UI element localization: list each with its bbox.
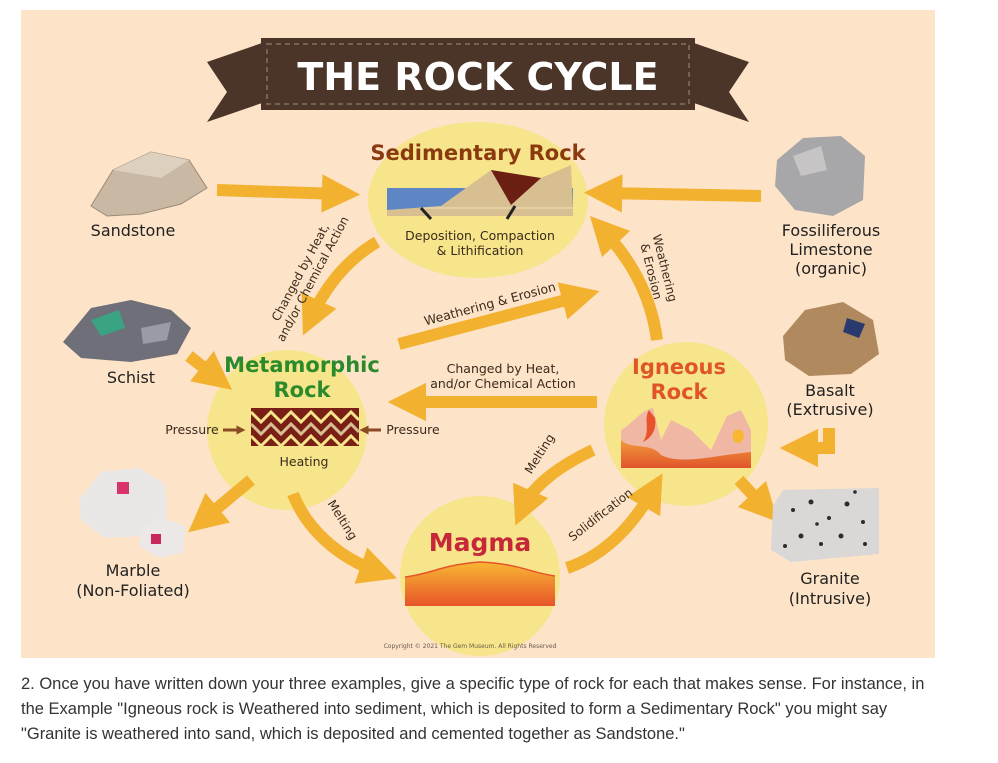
granite-image bbox=[771, 488, 879, 562]
arrow-basalt-to-igneous bbox=[779, 428, 835, 468]
basalt-image bbox=[783, 302, 879, 376]
rock-cycle-svg: THE ROCK CYCLE Sedimentary Rock Depositi… bbox=[63, 38, 880, 656]
question-caption: 2. Once you have written down your three… bbox=[21, 675, 925, 743]
rock-cycle-diagram: THE ROCK CYCLE Sedimentary Rock Depositi… bbox=[21, 10, 935, 658]
arrow-igneous-to-magma bbox=[513, 444, 596, 526]
limestone-label-line3: (organic) bbox=[795, 259, 867, 278]
arrow-magma-to-igneous bbox=[564, 473, 663, 574]
heat-chem-center-line1: Changed by Heat, bbox=[447, 361, 560, 376]
basalt-label-line2: (Extrusive) bbox=[786, 400, 873, 419]
diagram-title: THE ROCK CYCLE bbox=[297, 55, 658, 99]
cycle-arrows bbox=[185, 174, 835, 584]
limestone-label-line1: Fossiliferous bbox=[782, 221, 880, 240]
arrow-schist-to-metamorphic bbox=[185, 351, 233, 390]
arrow-igneous-to-granite bbox=[734, 475, 779, 523]
pressure-right-label: Pressure bbox=[386, 422, 440, 437]
heat-chem-center-line2: and/or Chemical Action bbox=[430, 376, 576, 391]
limestone-image bbox=[775, 136, 865, 216]
magma-label: Magma bbox=[429, 528, 532, 557]
sedimentary-label: Sedimentary Rock bbox=[370, 141, 586, 165]
sandstone-label: Sandstone bbox=[91, 221, 176, 240]
basalt-label-line1: Basalt bbox=[805, 381, 855, 400]
arrow-metamorphic-to-magma bbox=[287, 491, 398, 584]
granite-label-line1: Granite bbox=[800, 569, 859, 588]
schist-image bbox=[63, 300, 191, 362]
copyright-text: Copyright © 2021 The Gem Museum. All Rig… bbox=[384, 643, 557, 650]
arrow-sandstone-to-sedimentary bbox=[216, 174, 361, 213]
magma-illustration bbox=[404, 561, 556, 606]
sandstone-image bbox=[90, 151, 208, 217]
arrow-weathering-center bbox=[397, 282, 600, 350]
title-banner: THE ROCK CYCLE bbox=[207, 38, 749, 122]
marble-label-line1: Marble bbox=[106, 561, 161, 580]
metamorphic-process: Heating bbox=[280, 454, 329, 469]
arrow-sedimentary-to-metamorphic bbox=[301, 236, 381, 336]
granite-label-line2: (Intrusive) bbox=[789, 589, 871, 608]
limestone-label-line2: Limestone bbox=[789, 240, 872, 259]
metamorphic-illustration bbox=[249, 408, 361, 449]
igneous-illustration bbox=[621, 408, 751, 468]
melting-left-label: Melting bbox=[325, 497, 360, 542]
arrow-metamorphic-to-marble bbox=[188, 475, 255, 533]
schist-label: Schist bbox=[107, 368, 155, 387]
arrow-igneous-to-sedimentary bbox=[589, 215, 663, 341]
marble-image bbox=[79, 468, 185, 558]
sedimentary-process-line1: Deposition, Compaction bbox=[405, 228, 555, 243]
sedimentary-illustration bbox=[387, 165, 573, 221]
pressure-left-label: Pressure bbox=[165, 422, 219, 437]
sedimentary-process-line2: & Lithification bbox=[437, 243, 524, 258]
metamorphic-label-line2: Rock bbox=[273, 378, 331, 402]
igneous-label-line1: Igneous bbox=[632, 355, 726, 379]
igneous-label-line2: Rock bbox=[650, 380, 708, 404]
arrow-limestone-to-sedimentary bbox=[583, 174, 762, 213]
metamorphic-label-line1: Metamorphic bbox=[224, 353, 380, 377]
marble-label-line2: (Non-Foliated) bbox=[76, 581, 190, 600]
